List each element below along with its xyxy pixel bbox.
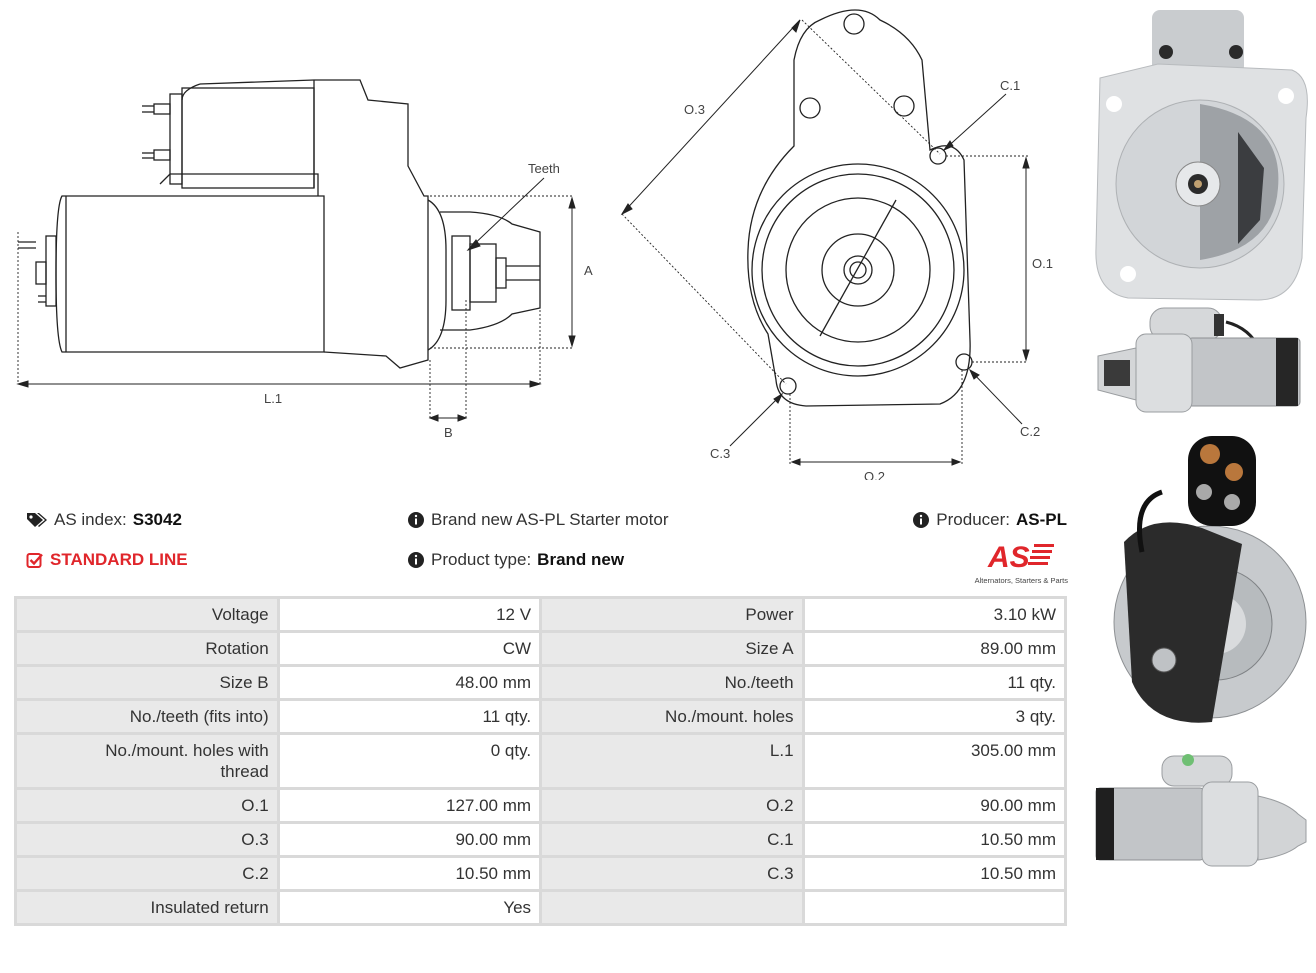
info-circle-icon <box>407 551 425 569</box>
logo-tagline: Alternators, Starters & Parts <box>974 576 1068 585</box>
spec-value: 3.10 kW <box>804 599 1064 630</box>
as-index: AS index: S3042 <box>26 510 182 530</box>
spec-value: 3 qty. <box>804 701 1064 732</box>
spec-label: No./teeth (fits into) <box>17 701 277 732</box>
standard-line-badge: STANDARD LINE <box>26 550 188 570</box>
spec-value <box>804 892 1064 923</box>
label-o2: O.2 <box>864 469 885 480</box>
as-logo-graphic: AS <box>987 541 1054 574</box>
spec-label: C.1 <box>542 824 802 855</box>
spec-value: 11 qty. <box>279 701 540 732</box>
product-photo-side <box>1097 307 1301 413</box>
spec-value: 89.00 mm <box>804 633 1064 664</box>
svg-text:AS: AS <box>987 541 1030 570</box>
spec-label: No./mount. holes with thread <box>17 735 277 787</box>
standard-line-text: STANDARD LINE <box>50 550 188 569</box>
product-type-label: Product type: <box>431 550 532 569</box>
spec-label: Size A <box>542 633 802 664</box>
spec-label: No./mount. holes <box>542 701 802 732</box>
label-o1: O.1 <box>1032 256 1053 271</box>
table-row: No./teeth (fits into)11 qty.No./mount. h… <box>17 701 1064 732</box>
product-description: Brand new AS-PL Starter motor <box>407 510 668 530</box>
spec-value: 90.00 mm <box>279 824 540 855</box>
description-text: Brand new AS-PL Starter motor <box>431 510 669 529</box>
spec-label: Size B <box>17 667 277 698</box>
spec-value: 10.50 mm <box>804 858 1064 889</box>
check-square-icon <box>26 551 44 569</box>
product-photo-side-2 <box>1095 754 1307 867</box>
spec-label: Rotation <box>17 633 277 664</box>
label-c1: C.1 <box>1000 78 1020 93</box>
spec-label: L.1 <box>542 735 802 787</box>
spec-value: Yes <box>279 892 540 923</box>
product-type-value: Brand new <box>537 550 625 569</box>
spec-label: O.2 <box>542 790 802 821</box>
spec-value: 90.00 mm <box>804 790 1064 821</box>
product-photo-rear <box>1113 436 1307 723</box>
label-l1: L.1 <box>264 391 282 406</box>
info-circle-icon <box>912 511 930 529</box>
spec-value: 0 qty. <box>279 735 540 787</box>
spec-label: O.1 <box>17 790 277 821</box>
label-b: B <box>444 425 453 440</box>
spec-value: 12 V <box>279 599 540 630</box>
label-c3: C.3 <box>710 446 730 461</box>
info-circle-icon <box>407 511 425 529</box>
spec-label <box>542 892 802 923</box>
label-teeth: Teeth <box>528 161 560 176</box>
producer-value: AS-PL <box>1016 510 1067 529</box>
spec-label: O.3 <box>17 824 277 855</box>
tags-icon <box>26 512 48 528</box>
label-a: A <box>584 263 593 278</box>
spec-value: 127.00 mm <box>279 790 540 821</box>
product-type: Product type: Brand new <box>407 550 624 570</box>
spec-label: C.2 <box>17 858 277 889</box>
spec-label: C.3 <box>542 858 802 889</box>
spec-label: No./teeth <box>542 667 802 698</box>
as-index-label: AS index: <box>54 510 127 529</box>
technical-drawing: Teeth A B L.1 <box>16 9 1053 480</box>
spec-value: 305.00 mm <box>804 735 1064 787</box>
spec-value: 48.00 mm <box>279 667 540 698</box>
as-index-value: S3042 <box>132 510 182 529</box>
spec-label: Insulated return <box>17 892 277 923</box>
spec-value: CW <box>279 633 540 664</box>
producer: Producer: AS-PL <box>912 510 1067 530</box>
label-o3: O.3 <box>684 102 705 117</box>
spec-value: 10.50 mm <box>804 824 1064 855</box>
spec-value: 11 qty. <box>804 667 1064 698</box>
producer-label: Producer: <box>936 510 1010 529</box>
producer-logo: AS Alternators, Starters & Parts <box>966 540 1068 585</box>
product-photo-front <box>1095 10 1308 301</box>
spec-value: 10.50 mm <box>279 858 540 889</box>
label-c2: C.2 <box>1020 424 1040 439</box>
spec-label: Voltage <box>17 599 277 630</box>
spec-label: Power <box>542 599 802 630</box>
